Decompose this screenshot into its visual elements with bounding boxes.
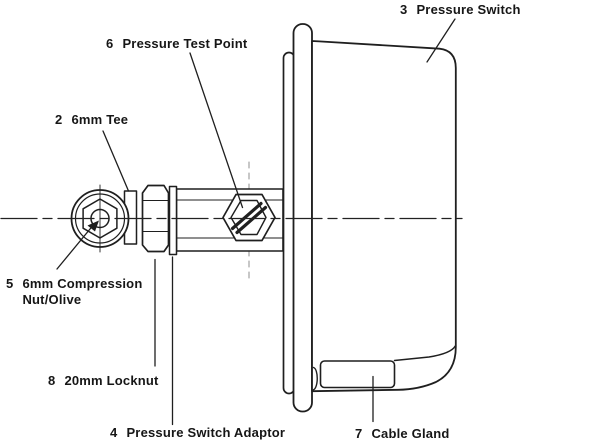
part-number: 8 (48, 373, 56, 388)
cable-gland-box (319, 360, 396, 389)
leader-compression-nut-arrowhead (87, 220, 99, 232)
part-name-line1: 6mm Compression (22, 276, 143, 291)
label-locknut: 8 20mm Locknut (48, 373, 159, 389)
part-name: Pressure Switch (416, 2, 521, 17)
part-number: 7 (355, 426, 363, 441)
part-name: 6mm Tee (71, 112, 129, 127)
part-number: 6 (106, 36, 114, 51)
leader-tee (102, 130, 130, 192)
body-step-line (393, 345, 457, 362)
label-tee: 2 6mm Tee (55, 112, 128, 128)
part-name-line2: Nut/Olive (22, 292, 82, 307)
test-point-slot (230, 201, 268, 235)
adaptor-flange-washer (168, 185, 178, 256)
label-adaptor: 4 Pressure Switch Adaptor (110, 425, 285, 441)
body-fillet-arc (312, 366, 318, 391)
part-number: 2 (55, 112, 63, 127)
pressure-test-point-hex (222, 193, 276, 242)
pressure-switch-body (311, 40, 457, 393)
label-cable-gland: 7 Cable Gland (355, 426, 450, 442)
leader-compression-nut (56, 225, 94, 270)
mounting-plate-front (292, 23, 313, 413)
locknut-hex (141, 184, 170, 253)
label-pressure-test-point: 6 Pressure Test Point (106, 36, 247, 52)
part-name: Pressure Switch Adaptor (126, 425, 286, 440)
part-number: 4 (110, 425, 118, 440)
leader-lines (56, 18, 456, 426)
part-name: 20mm Locknut (64, 373, 159, 388)
part-name: 6mm Compression Nut/Olive (22, 276, 142, 308)
part-number: 3 (400, 2, 408, 17)
label-compression-nut: 5 6mm Compression Nut/Olive (6, 276, 142, 308)
leader-pressure-switch (426, 18, 456, 63)
label-pressure-switch: 3 Pressure Switch (400, 2, 521, 18)
part-number: 5 (6, 276, 14, 291)
part-name: Cable Gland (371, 426, 450, 441)
part-name: Pressure Test Point (122, 36, 248, 51)
leader-test-point (189, 52, 244, 209)
